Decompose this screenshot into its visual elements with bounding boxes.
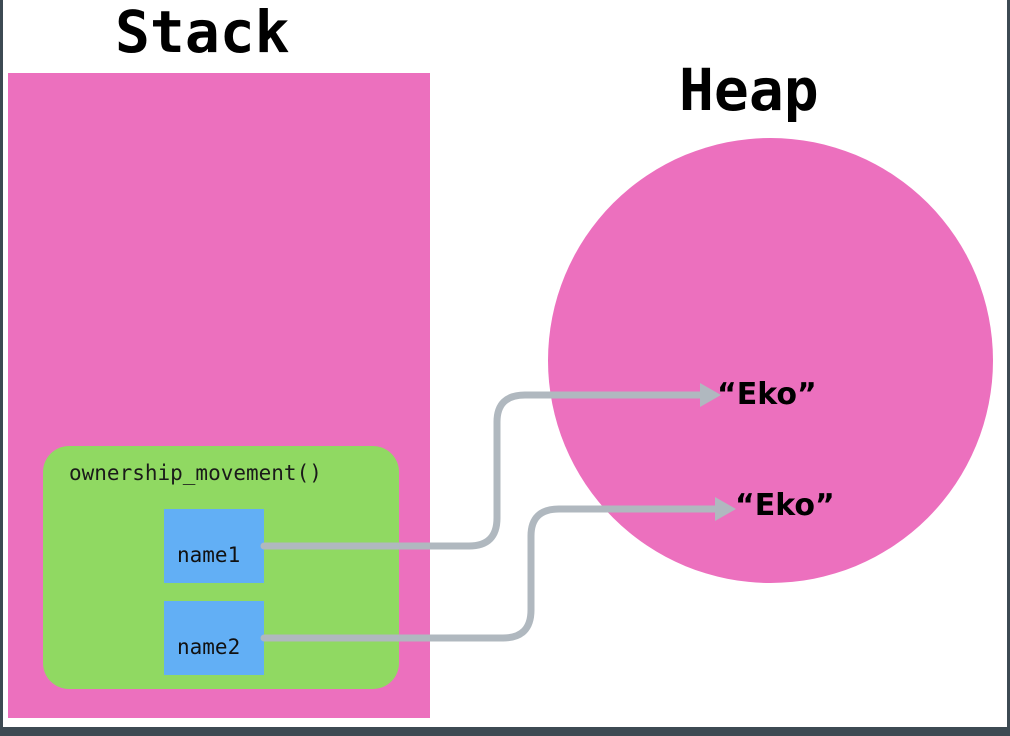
heap-title: Heap	[679, 56, 819, 124]
variable-label-name1: name1	[177, 543, 241, 567]
bottom-chrome-bar	[3, 727, 1007, 736]
stack-frame-label: ownership_movement()	[69, 461, 322, 485]
stack-title: Stack	[115, 0, 290, 66]
variable-slot-name1: name1	[164, 509, 264, 583]
variable-label-name2: name2	[177, 635, 241, 659]
heap-value-eko-2: “Eko”	[735, 488, 835, 523]
heap-value-eko-1: “Eko”	[717, 377, 817, 412]
variable-slot-name2: name2	[164, 601, 264, 675]
